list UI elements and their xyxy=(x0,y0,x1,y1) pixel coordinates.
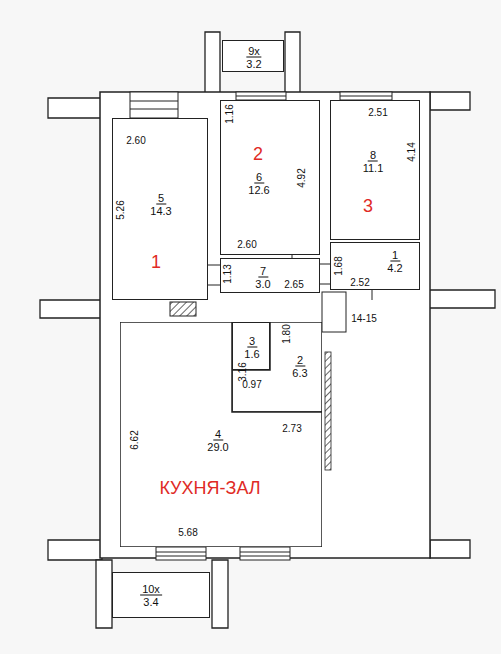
dimension: 2.60 xyxy=(237,239,256,250)
room-label: 429.0 xyxy=(205,428,230,453)
room-marker: 2 xyxy=(253,144,263,164)
room: 73.0 xyxy=(220,258,320,293)
room-label: 31.6 xyxy=(242,335,261,360)
room: 429.0 xyxy=(120,322,322,547)
room-area: 29.0 xyxy=(205,441,230,453)
room-number: 1 xyxy=(390,249,400,262)
room: 811.1 xyxy=(330,100,420,240)
room-number: 5 xyxy=(156,192,166,205)
room-area: 12.6 xyxy=(246,184,271,196)
room-label: 26.3 xyxy=(290,354,309,379)
dimension: 2.60 xyxy=(126,135,145,146)
room-marker: 1 xyxy=(151,252,161,272)
dimension: 1.13 xyxy=(222,264,233,283)
room: 10х3.4 xyxy=(112,572,210,618)
room: 14.2 xyxy=(330,242,420,290)
room-outline-path xyxy=(232,322,322,412)
dimension: 5.26 xyxy=(115,200,126,219)
room-number: 6 xyxy=(254,171,264,184)
room-area: 3.4 xyxy=(141,596,160,608)
room-label: 73.0 xyxy=(253,265,272,290)
room-area: 1.6 xyxy=(242,348,261,360)
room-label: 9х3.2 xyxy=(244,45,263,70)
room-number: 9х xyxy=(246,45,262,58)
dimension: 0.97 xyxy=(242,379,261,390)
hatched-column xyxy=(170,302,196,316)
room-outline-path xyxy=(120,322,322,547)
building-outline xyxy=(100,92,430,558)
room-number: 8 xyxy=(368,149,378,162)
room-number: 10х xyxy=(140,583,162,596)
room-number: 3 xyxy=(247,335,257,348)
dimension: 2.73 xyxy=(282,423,301,434)
room-area: 11.1 xyxy=(361,162,386,174)
dimension: 2.65 xyxy=(284,279,303,290)
room-marker: 3 xyxy=(363,196,373,216)
room-area: 14.3 xyxy=(148,205,173,217)
dimension: 2.51 xyxy=(368,107,387,118)
dimension: 6.62 xyxy=(129,430,140,449)
room-number: 4 xyxy=(213,428,223,441)
room-marker: КУХНЯ-ЗАЛ xyxy=(159,478,260,498)
room-area: 3.2 xyxy=(244,58,263,70)
room-label: 612.6 xyxy=(246,171,271,196)
room-area: 6.3 xyxy=(290,367,309,379)
room: 9х3.2 xyxy=(222,40,284,72)
room-area: 4.2 xyxy=(385,262,404,274)
room-label: 14.2 xyxy=(385,249,404,274)
room-number: 2 xyxy=(295,354,305,367)
exterior-wall xyxy=(40,32,495,628)
dimension: 2.52 xyxy=(350,277,369,288)
room-number: 7 xyxy=(258,265,268,278)
room-area: 3.0 xyxy=(253,278,272,290)
dimension: 5.68 xyxy=(178,527,197,538)
corridor xyxy=(322,292,346,332)
room-label: 811.1 xyxy=(361,149,386,174)
room-label: 514.3 xyxy=(148,192,173,217)
dimension: 4.92 xyxy=(296,168,307,187)
dimension: 4.14 xyxy=(406,142,417,161)
dimension: 1.68 xyxy=(333,256,344,275)
dimension: 1.80 xyxy=(281,324,292,343)
room-label: 10х3.4 xyxy=(140,583,162,608)
dimension: 14-15 xyxy=(351,313,377,324)
dimension: 1.16 xyxy=(224,104,235,123)
